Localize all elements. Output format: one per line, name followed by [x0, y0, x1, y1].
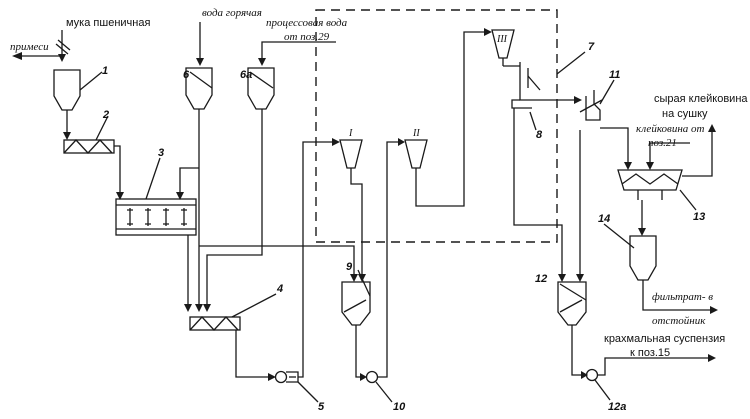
sieve-8	[511, 62, 541, 109]
pos-2: 2	[102, 109, 109, 121]
pos-11: 11	[609, 69, 620, 81]
label-raw-gluten-2: на сушку	[662, 108, 708, 120]
pos-14: 14	[598, 213, 610, 225]
pos-3: 3	[158, 147, 164, 159]
pump-10	[365, 370, 379, 384]
roman-II: II	[412, 128, 420, 139]
pos-6: 6	[183, 69, 190, 81]
label-flour: мука пшеничная	[66, 17, 150, 29]
label-hot-water: вода горячая	[202, 7, 262, 19]
pos-4: 4	[276, 283, 283, 295]
label-gluten-from-2: поз.21	[648, 137, 677, 149]
pump-12a	[585, 368, 599, 382]
label-starch-1: крахмальная суспензия	[604, 333, 725, 345]
pos-1: 1	[102, 65, 108, 77]
separator-13	[617, 169, 683, 200]
label-raw-gluten-1: сырая клейковина	[654, 93, 748, 105]
hydrocyclone-II	[404, 139, 428, 169]
hydrocyclone-III	[491, 29, 515, 59]
label-process-water-1: процессовая вода	[266, 17, 348, 29]
screw-conveyor-2	[63, 139, 115, 154]
hopper-6a	[247, 67, 275, 110]
label-starch-2: к поз.15	[630, 347, 670, 359]
washer-11	[579, 90, 603, 121]
label-gluten-from-1: клейковина от	[636, 123, 705, 135]
separator-12	[557, 281, 587, 332]
roman-III: III	[496, 34, 508, 45]
hopper-1	[53, 69, 81, 111]
pump-5	[274, 370, 299, 384]
label-filtrate-2: отстойник	[652, 315, 706, 327]
label-process-water-2: от поз.29	[284, 31, 330, 43]
pos-10: 10	[393, 401, 406, 413]
pos-6a: 6а	[240, 69, 252, 81]
pos-12: 12	[535, 273, 547, 285]
dashed-boundary	[315, 9, 558, 243]
hopper-14	[629, 235, 657, 281]
screw-conveyor-4	[189, 316, 241, 331]
pos-12a: 12а	[608, 401, 626, 413]
pos-8: 8	[536, 129, 543, 141]
hopper-6	[185, 67, 213, 110]
mixer-3	[115, 198, 197, 236]
pos-5: 5	[318, 401, 325, 413]
label-impurities: примеси	[10, 41, 49, 53]
label-filtrate-1: фильтрат- в	[652, 291, 713, 303]
hydrocyclone-I	[339, 139, 363, 169]
pos-9: 9	[346, 261, 353, 273]
roman-I: I	[348, 128, 353, 139]
separator-9	[341, 281, 371, 330]
pos-13: 13	[693, 211, 705, 223]
pos-7: 7	[588, 41, 595, 53]
